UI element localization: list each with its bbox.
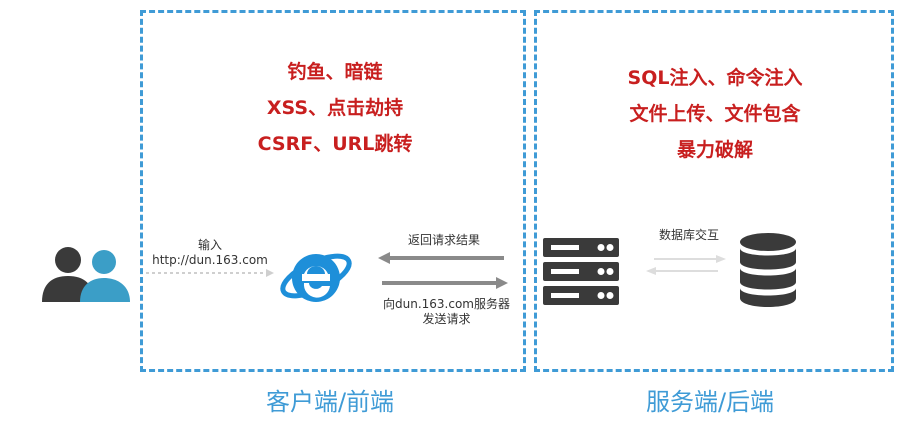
client-threat-list: 钓鱼、暗链 XSS、点击劫持 CSRF、URL跳转: [160, 54, 510, 162]
ie-browser-icon: [280, 253, 352, 302]
server-threat-item: 暴力破解: [676, 139, 753, 161]
send-request-label: 向dun.163.com服务器: [383, 297, 510, 311]
server-threat-item: 文件上传、文件包含: [629, 103, 801, 125]
input-url: http://dun.163.com: [152, 253, 268, 267]
request-arrow: [382, 277, 508, 289]
input-arrow: [146, 269, 274, 277]
server-section-label: 服务端/后端: [645, 388, 775, 416]
server-icon: [543, 238, 619, 305]
database-icon: [740, 233, 796, 307]
client-frontend-box: [140, 10, 526, 372]
client-section-label: 客户端/前端: [265, 388, 395, 416]
db-interaction-arrow: [646, 255, 726, 275]
client-threat-item: 钓鱼、暗链: [287, 61, 383, 83]
return-label: 返回请求结果: [407, 233, 480, 247]
return-arrow: [378, 252, 504, 264]
server-backend-box: [534, 10, 894, 372]
input-label: 输入: [197, 238, 222, 252]
server-threat-list: SQL注入、命令注入 文件上传、文件包含 暴力破解: [545, 60, 885, 168]
client-threat-item: CSRF、URL跳转: [257, 133, 413, 155]
server-threat-item: SQL注入、命令注入: [627, 67, 803, 89]
users-icon: [42, 247, 130, 302]
client-threat-item: XSS、点击劫持: [266, 97, 404, 119]
send-request-label-2: 发送请求: [422, 312, 471, 326]
db-interaction-label: 数据库交互: [658, 228, 719, 242]
